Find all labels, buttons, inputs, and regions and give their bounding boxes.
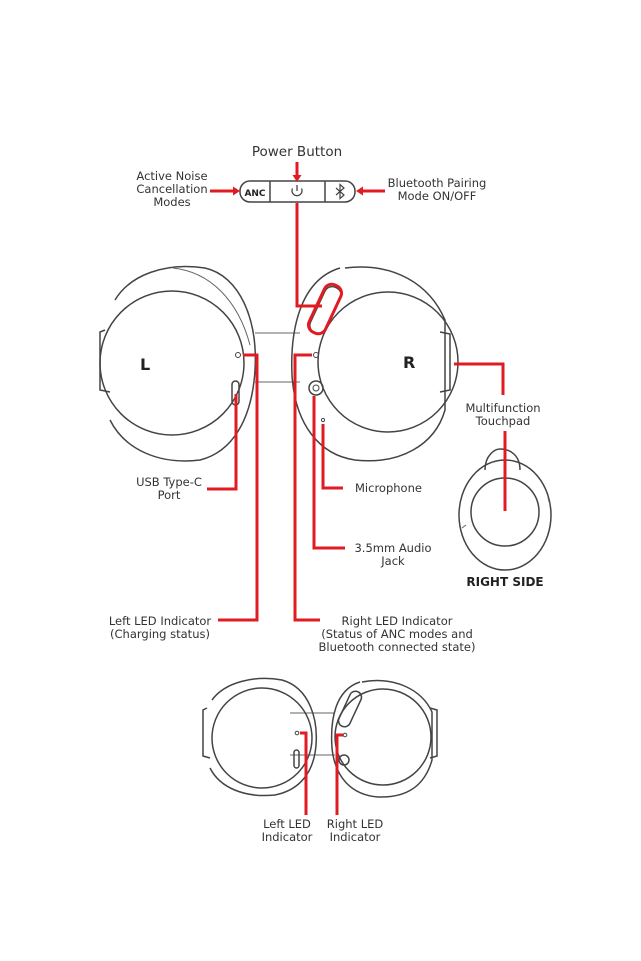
left-cup-letter: L: [140, 355, 150, 374]
usb-label-line2: Port: [158, 488, 181, 502]
main-headphones: L R: [99, 265, 459, 462]
bluetooth-icon: [335, 183, 345, 200]
audio-jack-label-line2: Jack: [380, 554, 405, 568]
left-led-label-line1: Left LED Indicator: [109, 614, 212, 628]
anc-label-line3: Modes: [153, 195, 190, 209]
bottom-left-led-label-line2: Indicator: [262, 830, 313, 844]
power-icon: [291, 185, 303, 197]
control-strip: ANC: [239, 180, 356, 203]
right-led-label-line3: Bluetooth connected state): [319, 640, 476, 654]
bottom-left-led-label-line1: Left LED: [263, 817, 311, 831]
anc-label-line1: Active Noise: [136, 169, 207, 183]
usb-label-line1: USB Type-C: [136, 475, 202, 489]
left-ear-cup: L: [99, 265, 257, 462]
left-led-label-line2: (Charging status): [110, 627, 210, 641]
bottom-headphones: [202, 677, 438, 798]
microphone-hole: [320, 417, 326, 423]
bottom-right-led-label-line2: Indicator: [330, 830, 381, 844]
touchpad-label-line1: Multifunction: [465, 401, 540, 415]
bt-label-line2: Mode ON/OFF: [398, 189, 477, 203]
anc-label-line2: Cancellation: [136, 182, 207, 196]
right-side-caption: RIGHT SIDE: [466, 575, 543, 589]
power-button-label: Power Button: [252, 144, 342, 160]
right-led: [313, 352, 319, 358]
labels: Power Button Active Noise Cancellation M…: [109, 144, 541, 844]
right-ear-cup: R: [291, 266, 459, 462]
left-led: [235, 352, 241, 358]
touchpad-label-line2: Touchpad: [475, 414, 531, 428]
audio-jack-label-line1: 3.5mm Audio: [354, 541, 431, 555]
right-led-label-line1: Right LED Indicator: [342, 614, 453, 628]
anc-button-label: ANC: [244, 189, 265, 199]
right-led-label-line2: (Status of ANC modes and: [321, 627, 473, 641]
callout-lines: [207, 162, 507, 815]
right-cup-letter: R: [403, 353, 415, 372]
audio-jack: [308, 380, 324, 396]
microphone-label: Microphone: [355, 481, 422, 495]
bottom-right-led-label-line1: Right LED: [327, 817, 384, 831]
bt-label-line1: Bluetooth Pairing: [388, 176, 487, 190]
